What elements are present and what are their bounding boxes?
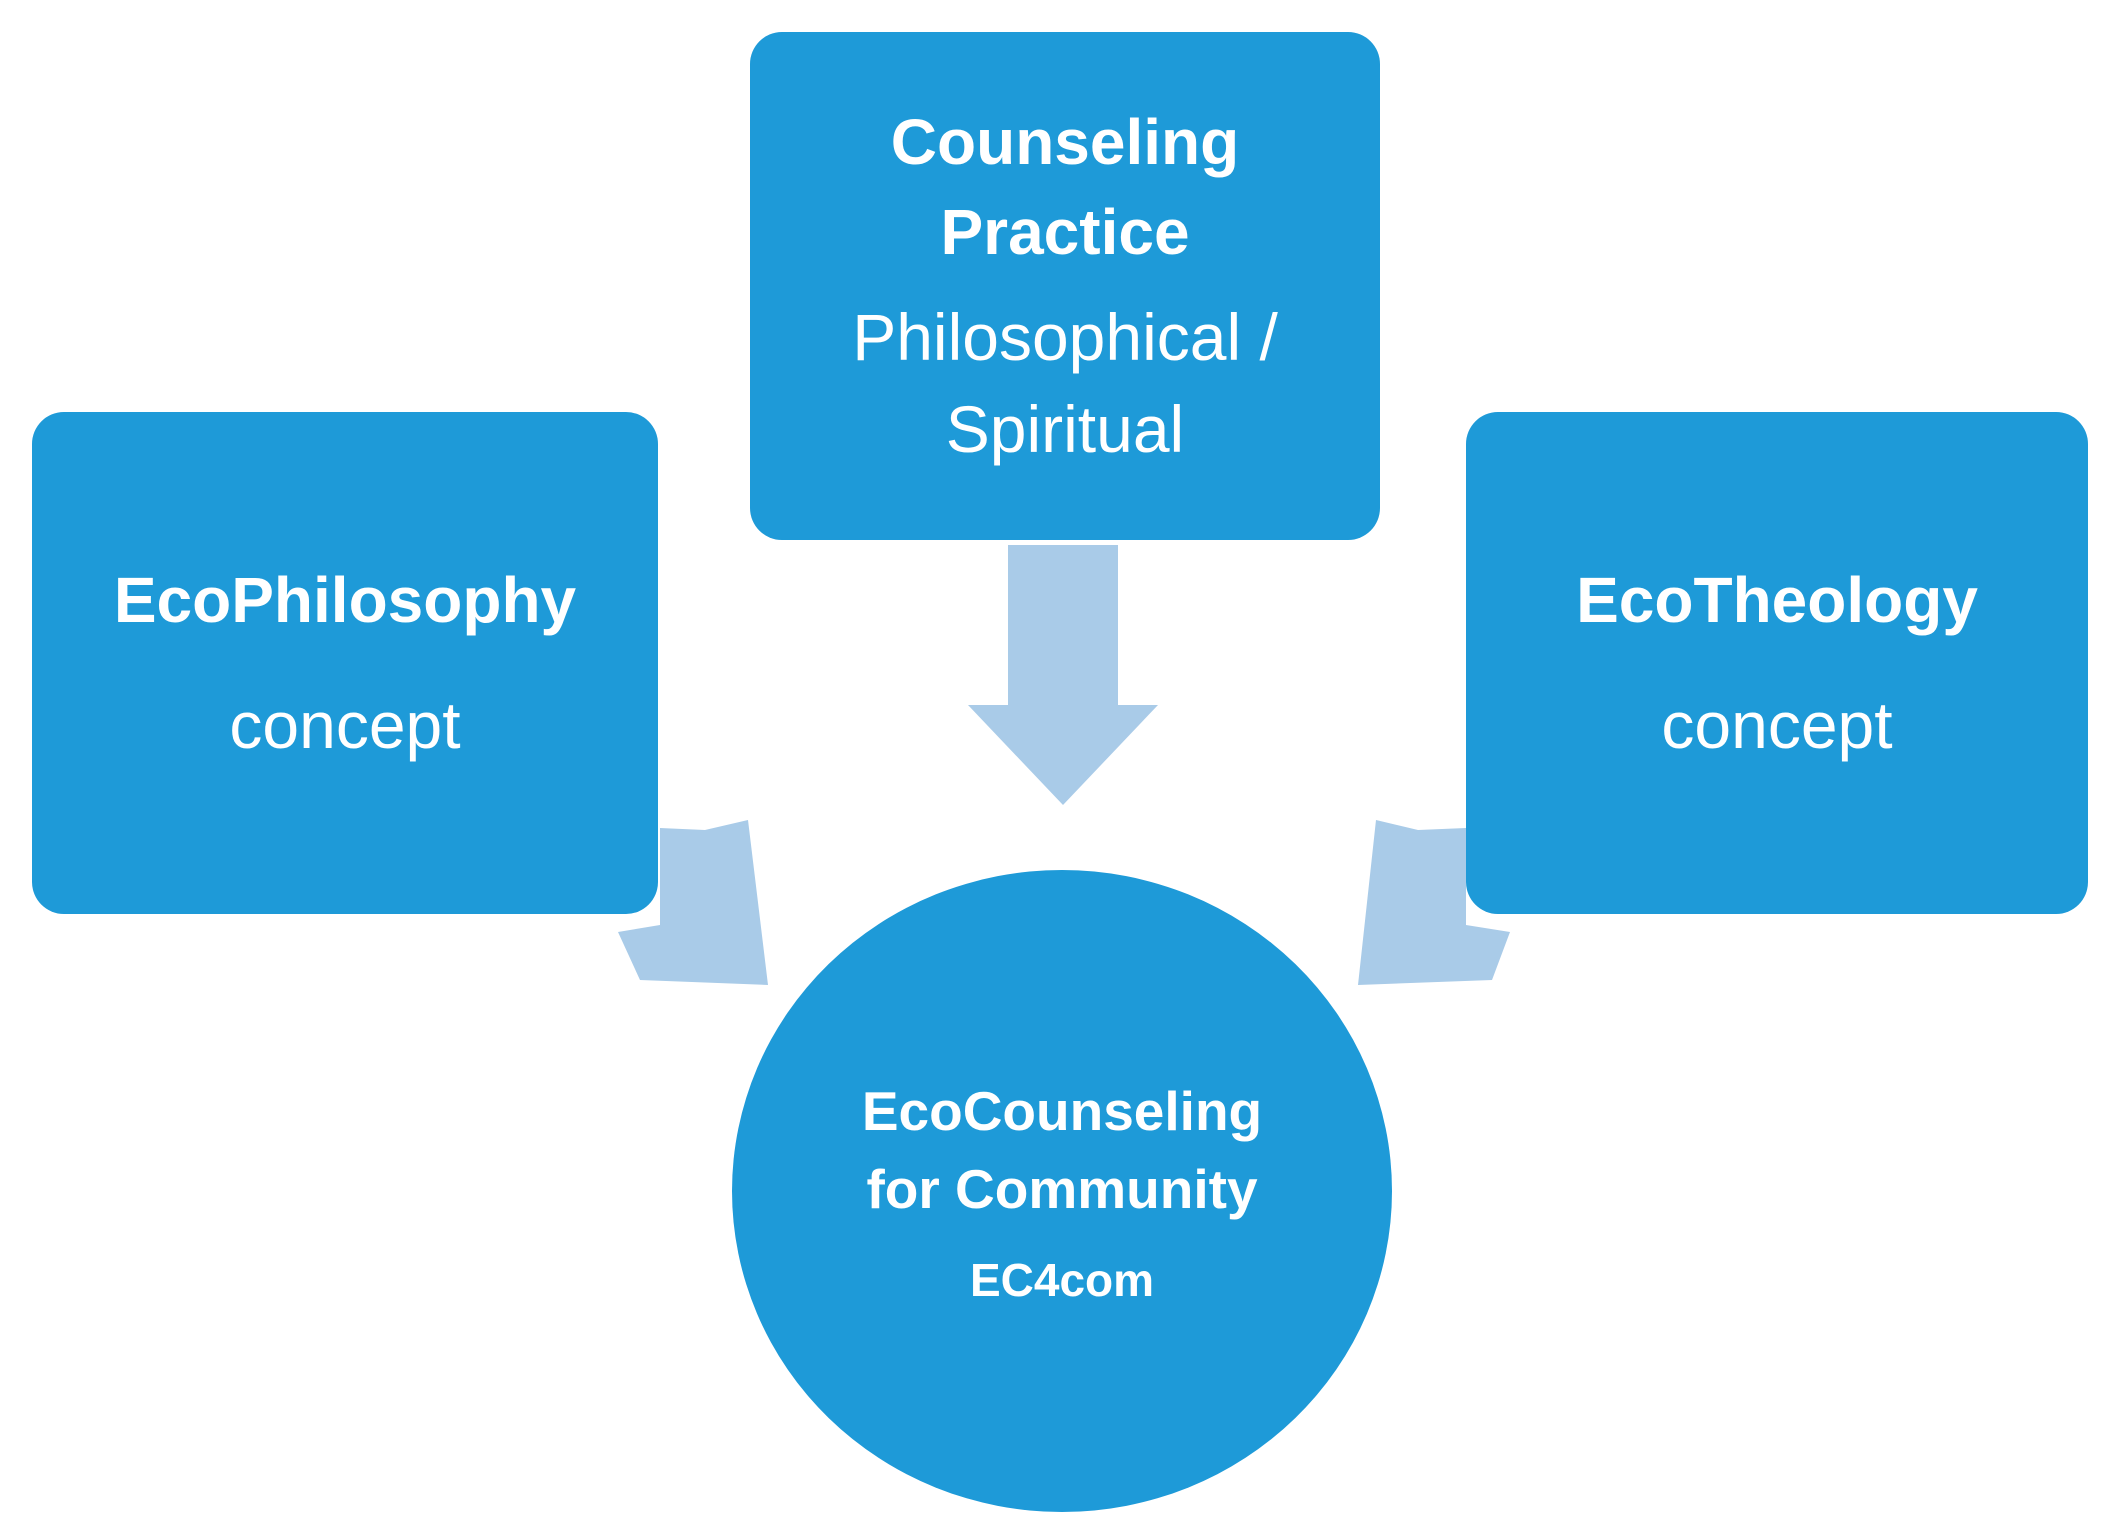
counseling-practice-title-line2: Practice [940,196,1190,268]
ecotheology-title: EcoTheology [1576,564,1978,636]
counseling-practice-subtitle-line2: Spiritual [945,392,1185,466]
ecocounseling-code: EC4com [969,1254,1155,1306]
ecocounseling-title-line1: EcoCounseling [861,1080,1263,1142]
arrow-top-to-center [968,545,1158,805]
ecophilosophy-node: EcoPhilosophy concept [32,412,658,914]
arrow-right-to-center [1358,820,1510,985]
ecophilosophy-title: EcoPhilosophy [113,564,577,636]
ecocounseling-title-line2: for Community [866,1158,1258,1220]
ecocounseling-node: EcoCounseling for Community EC4com [732,870,1392,1512]
counseling-practice-node: Counseling Practice Philosophical / Spir… [750,32,1380,540]
ecotheology-node: EcoTheology concept [1466,412,2088,914]
counseling-practice-subtitle-line1: Philosophical / [852,300,1278,374]
ecotheology-subtitle: concept [1661,688,1893,762]
arrow-left-to-center [618,820,768,985]
counseling-practice-title-line1: Counseling [890,106,1240,178]
ecophilosophy-subtitle: concept [229,688,461,762]
